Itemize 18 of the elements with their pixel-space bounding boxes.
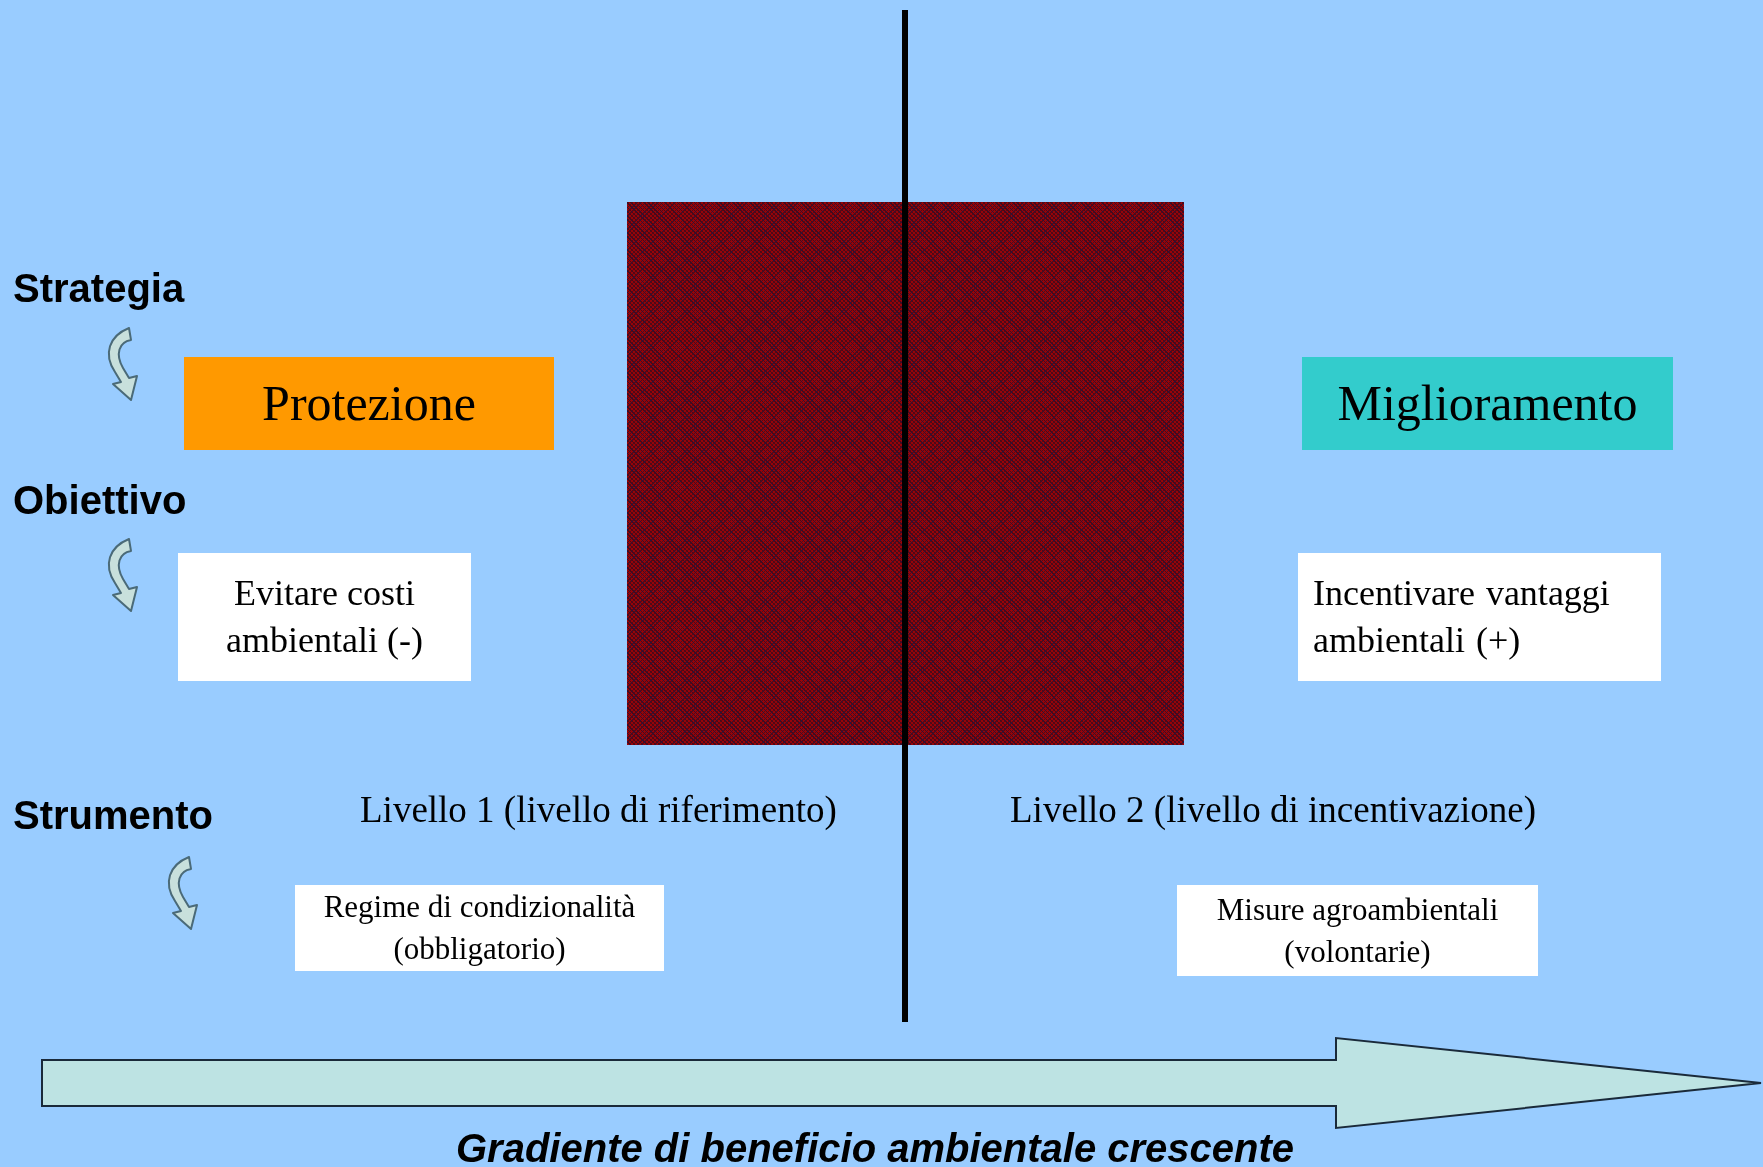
level-label: Livello 1 (livello di riferimento) (360, 788, 837, 832)
box-text: Misure agroambientali (volontarie) (1215, 890, 1500, 971)
objective-box (178, 553, 471, 681)
instrument-box (1177, 885, 1538, 976)
strategy-box (184, 357, 554, 450)
row-heading: Strategia (13, 265, 185, 312)
caption: Gradiente di beneficio ambientale crescente (456, 1126, 1295, 1167)
instrument-box (295, 885, 664, 971)
row-heading: Obiettivo (13, 477, 187, 524)
box-text: Regime di condizionalità (obbligatorio) (322, 888, 637, 968)
box-text: Evitare costi ambientali (-) (225, 572, 424, 662)
box-text: Protezione (261, 374, 477, 433)
row-heading: Strumento (13, 792, 213, 839)
strategy-box (1302, 357, 1673, 450)
level-label: Livello 2 (livello di incentivazione) (1010, 788, 1537, 832)
objective-box (1298, 553, 1661, 681)
box-text: Miglioramento (1336, 374, 1639, 433)
box-text: Incentivare vantaggi ambientali (+) (1313, 572, 1611, 662)
